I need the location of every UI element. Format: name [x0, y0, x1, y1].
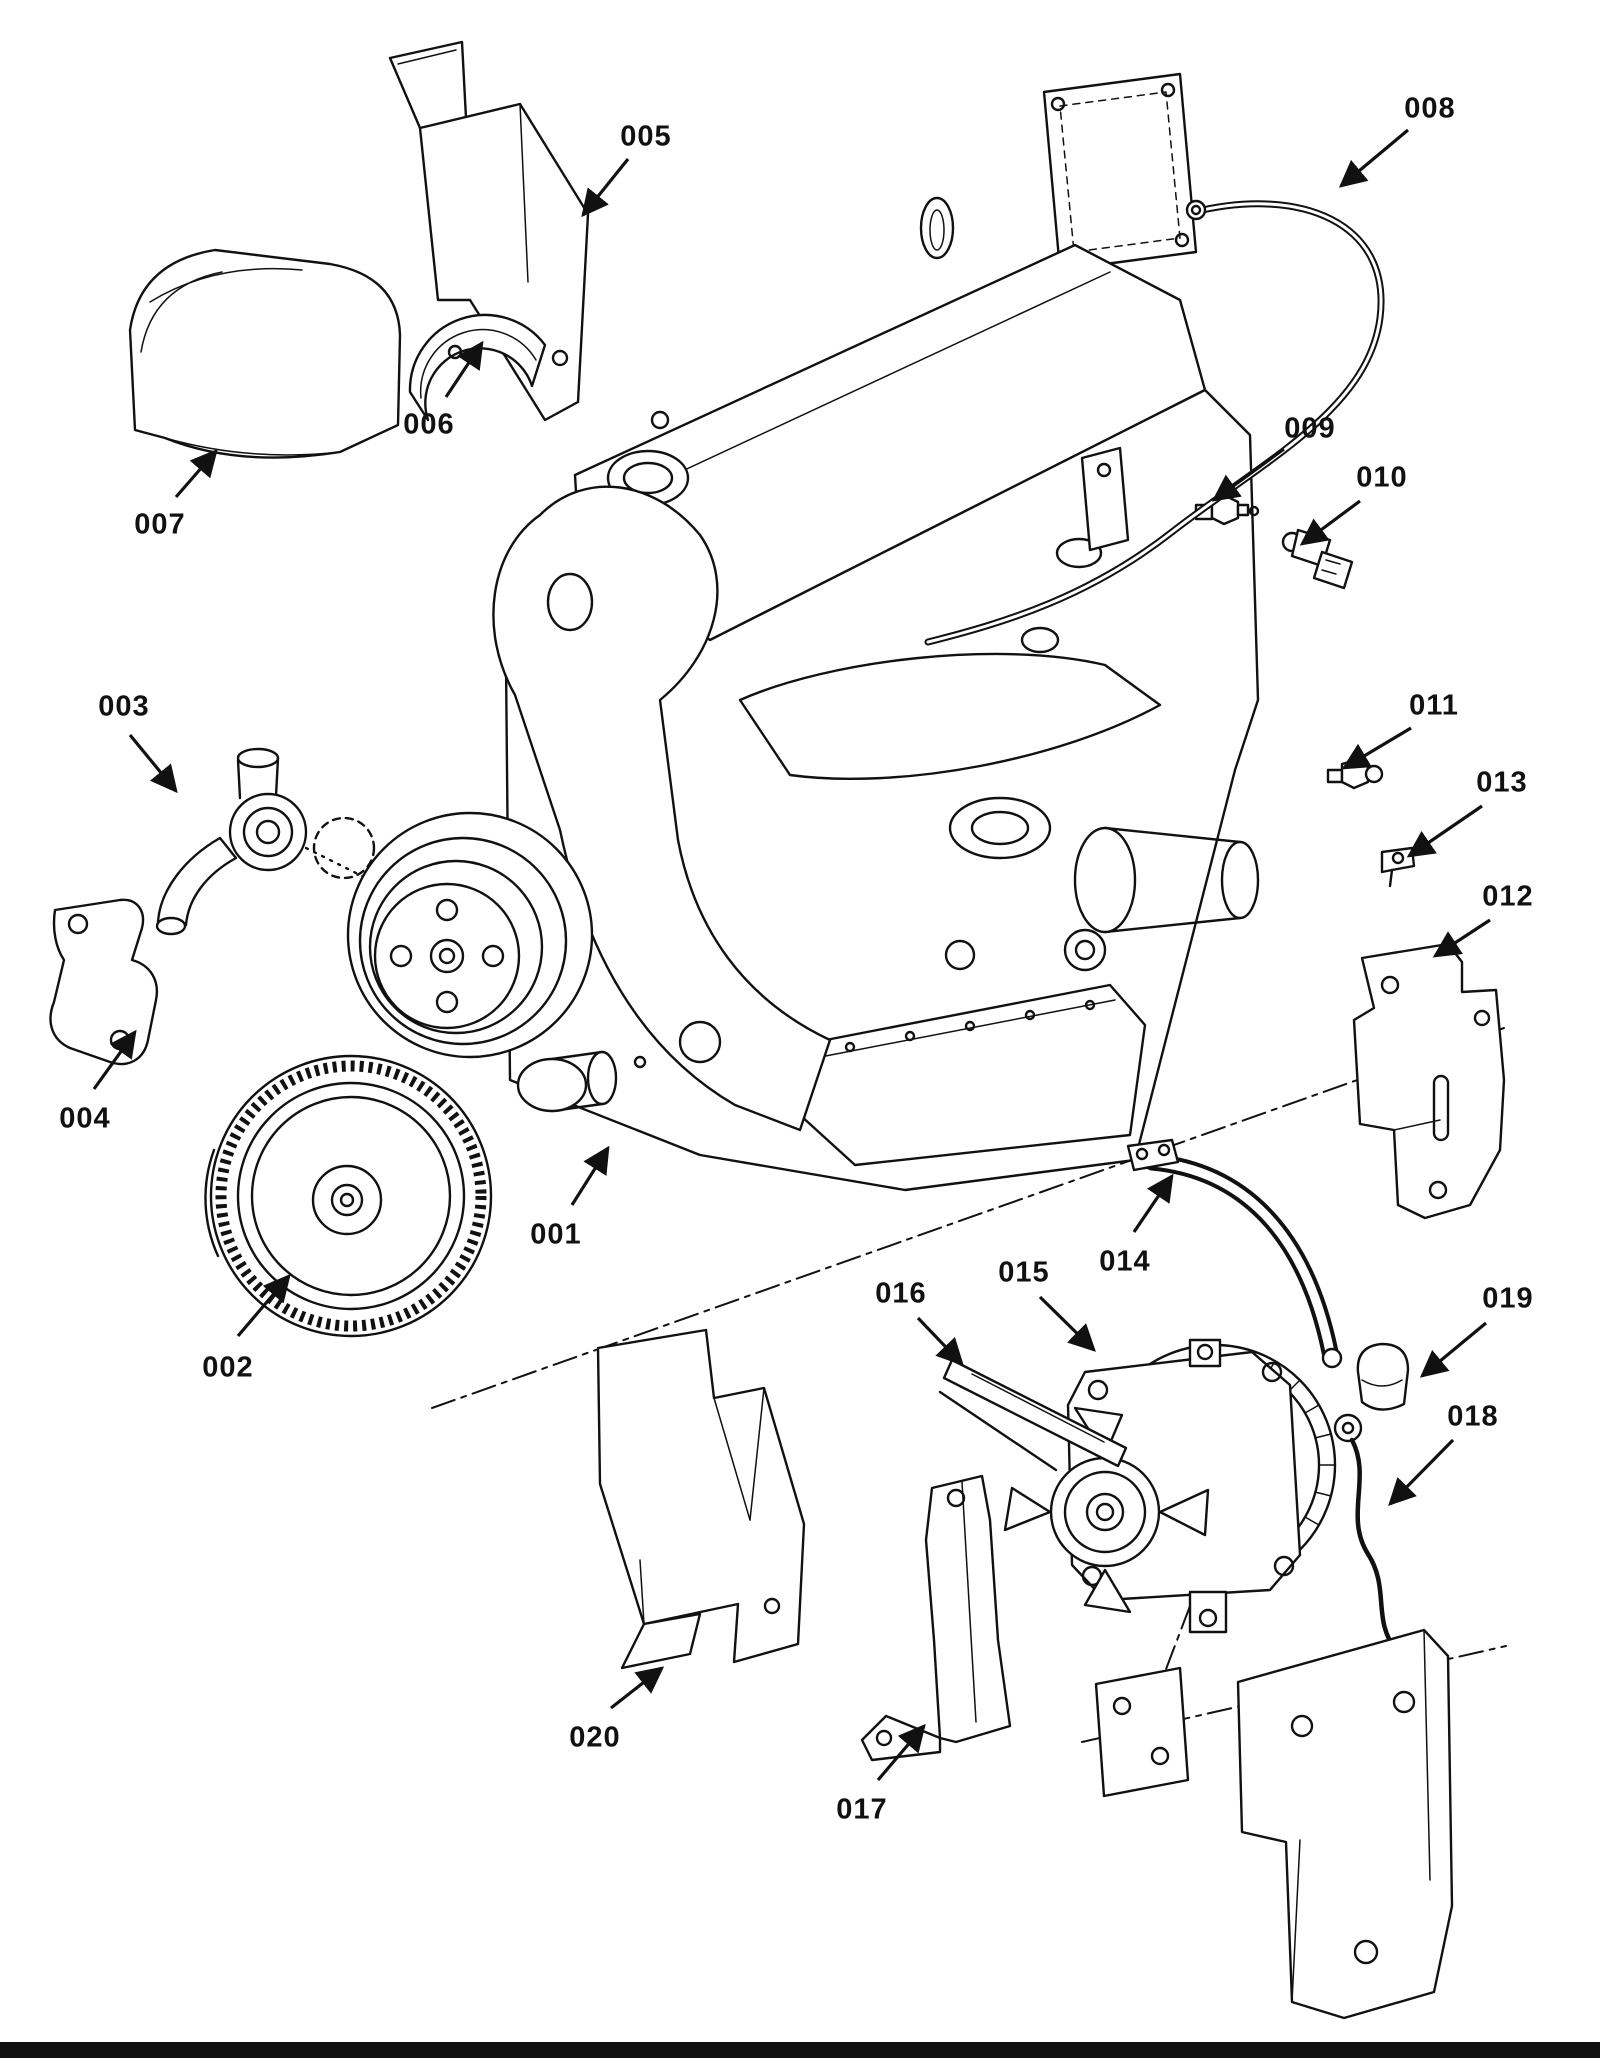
part-control-module [1042, 72, 1198, 272]
part-alternator [1003, 1338, 1337, 1634]
part-bracket-lower [860, 1474, 1012, 1762]
callout-005: 005 [620, 120, 672, 153]
page-footer-bar [0, 2042, 1600, 2058]
callout-001: 001 [530, 1218, 582, 1251]
part-bracket-right [1352, 942, 1506, 1220]
part-thermostat-housing [155, 747, 376, 936]
callout-002: 002 [202, 1351, 254, 1384]
part-flywheel [204, 1054, 493, 1338]
callout-011: 011 [1409, 689, 1459, 722]
part-sensor-010 [1281, 528, 1354, 590]
part-sensor-011 [1326, 758, 1384, 790]
part-bracket-front [49, 898, 159, 1066]
callout-006: 006 [403, 408, 455, 441]
part-heat-shield-upper [388, 40, 590, 422]
part-crank-pulley [346, 811, 594, 1059]
part-engine-block [492, 196, 1260, 1192]
callout-014: 014 [1099, 1245, 1151, 1278]
callout-015: 015 [998, 1256, 1050, 1289]
callout-008: 008 [1404, 92, 1456, 125]
callout-leaders [92, 128, 1491, 1782]
callout-009: 009 [1284, 412, 1336, 445]
callout-017: 017 [836, 1793, 888, 1826]
part-mount-bracket-bottom [1094, 1628, 1454, 2020]
callout-013: 013 [1476, 766, 1528, 799]
part-tensioner-strap [1126, 1138, 1343, 1369]
callout-020: 020 [569, 1721, 621, 1754]
callout-012: 012 [1482, 880, 1534, 913]
callout-019: 019 [1482, 1282, 1534, 1315]
callout-003: 003 [98, 690, 150, 723]
part-sheet-cover [596, 1328, 806, 1670]
callout-010: 010 [1356, 461, 1408, 494]
callout-016: 016 [875, 1277, 927, 1310]
callout-007: 007 [134, 508, 186, 541]
part-clip [1380, 846, 1416, 888]
part-rubber-cap [1356, 1342, 1410, 1411]
callout-018: 018 [1447, 1400, 1499, 1433]
part-adjusting-bar [938, 1358, 1128, 1472]
part-module-cable [924, 199, 1385, 646]
callout-004: 004 [59, 1102, 111, 1135]
part-ground-wire [1333, 1413, 1409, 1669]
part-curved-cover [128, 248, 402, 459]
part-heat-shield-saddle [408, 313, 547, 422]
